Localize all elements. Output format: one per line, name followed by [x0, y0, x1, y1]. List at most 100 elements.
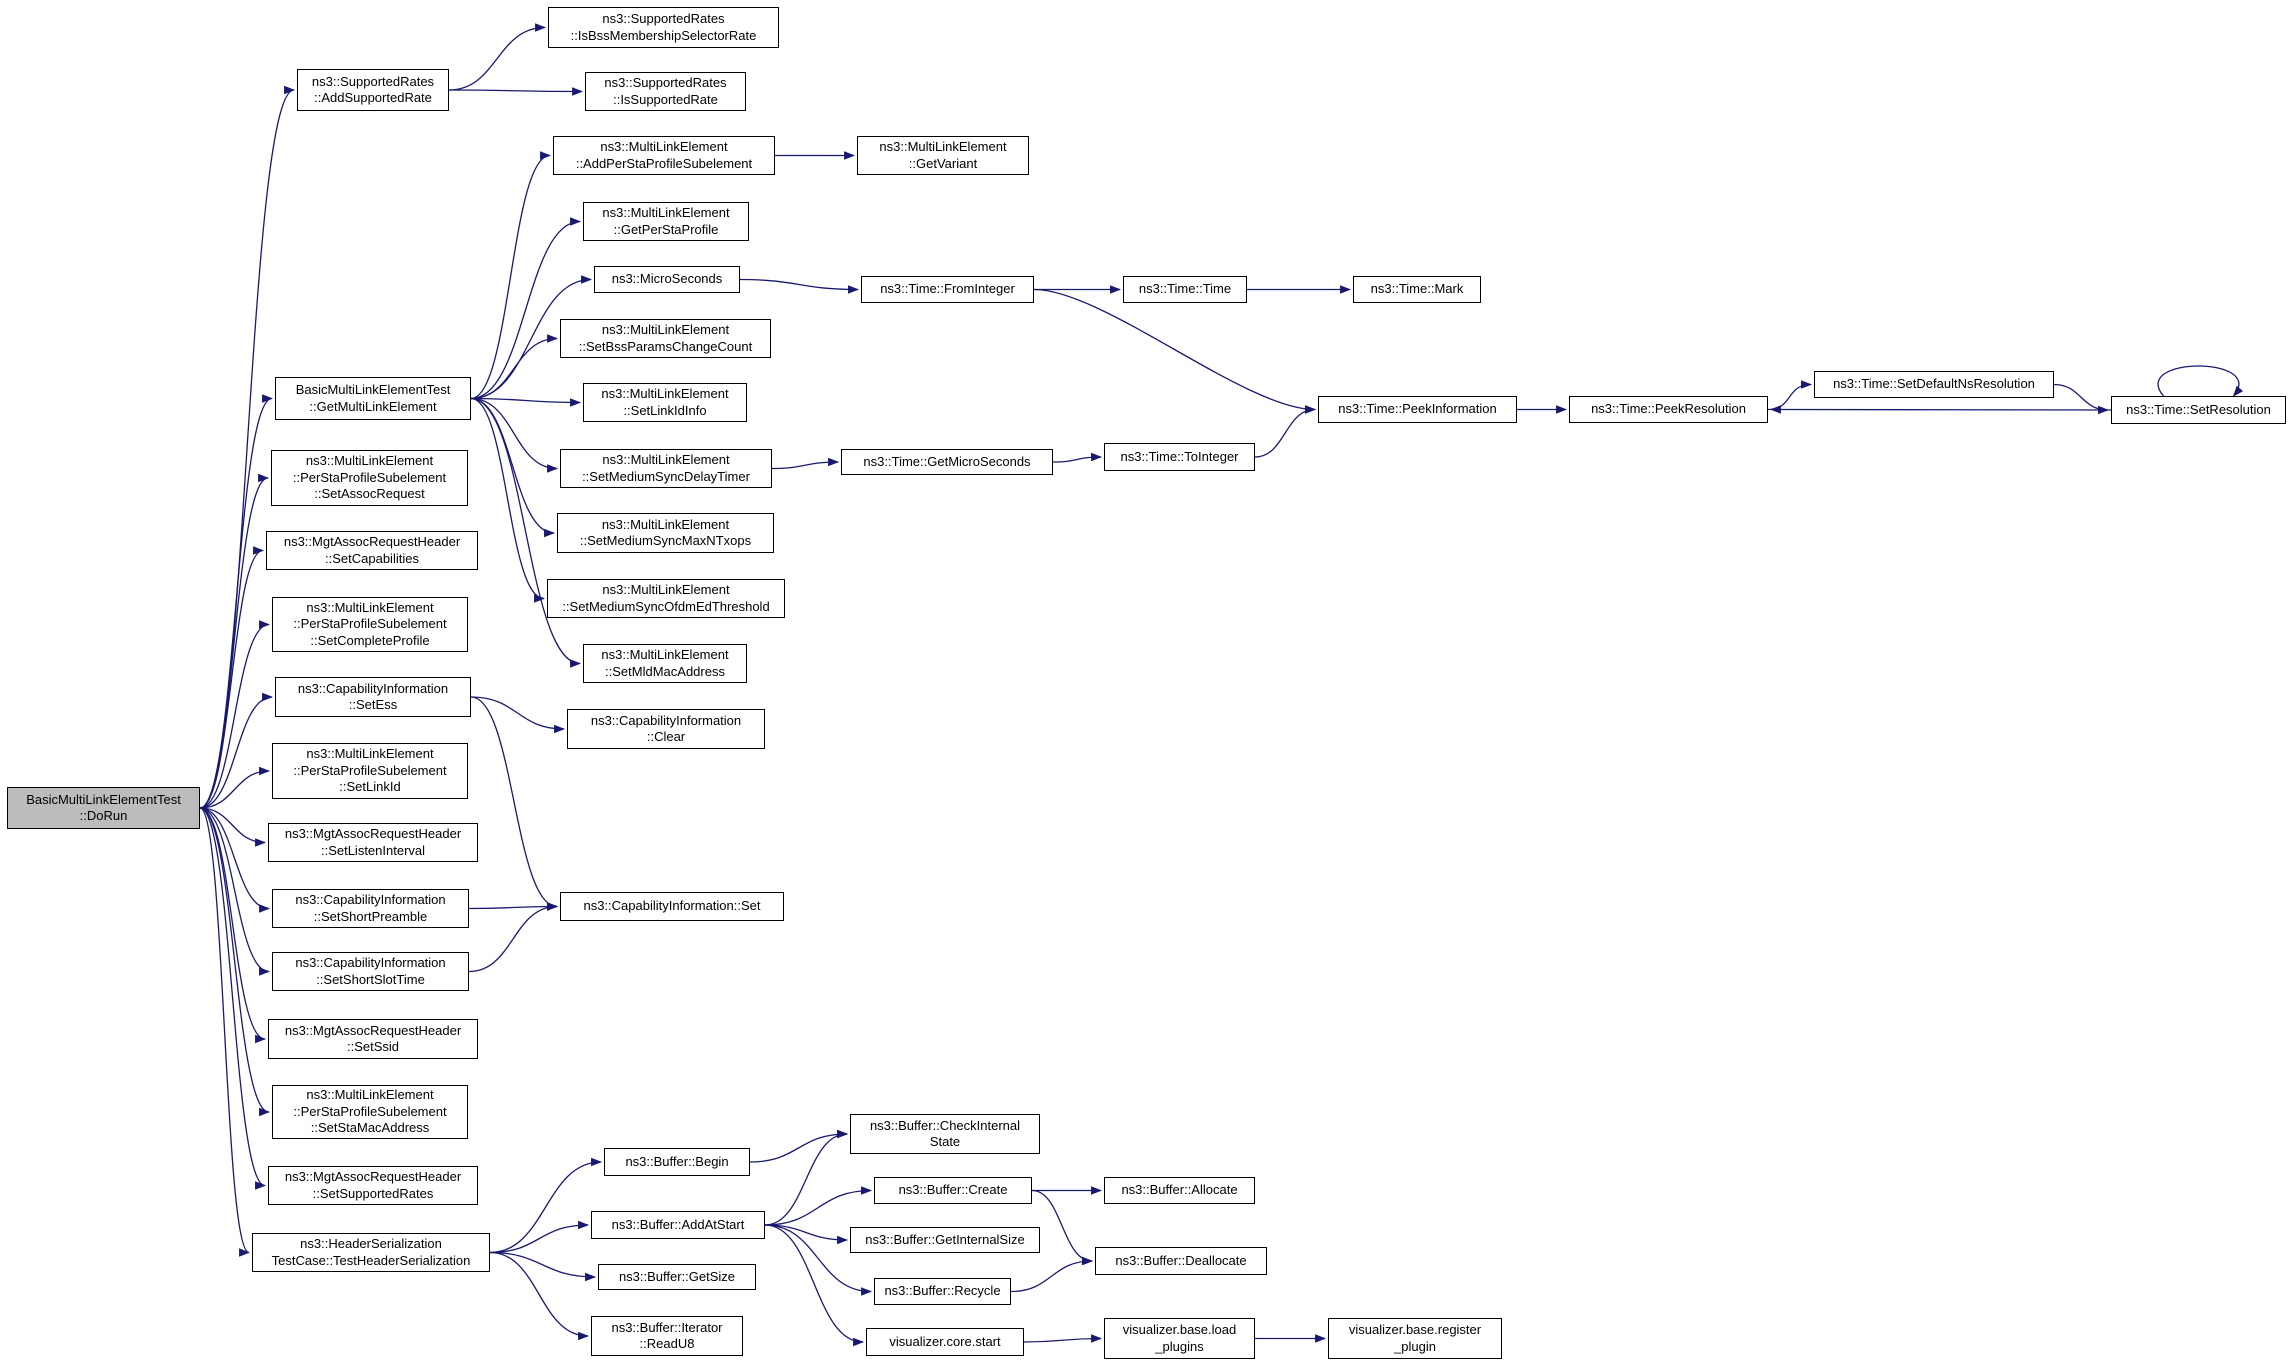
node-to_integer[interactable]: ns3::Time::ToInteger [1104, 443, 1255, 471]
node-label: ::IsBssMembershipSelectorRate [570, 27, 757, 43]
edge-test_header_ser-to-readu8 [489, 1251, 590, 1341]
node-mark[interactable]: ns3::Time::Mark [1353, 276, 1481, 303]
node-begin[interactable]: ns3::Buffer::Begin [604, 1148, 750, 1176]
node-add_supported[interactable]: ns3::SupportedRates::AddSupportedRate [297, 69, 449, 111]
node-label: ns3::MgtAssocRequestHeader [283, 534, 461, 550]
node-set_mld_mac[interactable]: ns3::MultiLinkElement::SetMldMacAddress [583, 644, 747, 683]
node-label: ns3::MicroSeconds [611, 271, 723, 287]
node-label: ns3::Time::Time [1138, 281, 1232, 297]
node-get_size[interactable]: ns3::Buffer::GetSize [598, 1264, 756, 1290]
node-label: ::GetMultiLinkElement [309, 398, 437, 414]
edge-test_header_ser-to-get_size [489, 1251, 597, 1282]
node-label: ns3::MultiLinkElement [602, 205, 730, 221]
node-set_linkid[interactable]: ns3::MultiLinkElement::PerStaProfileSube… [272, 743, 468, 799]
edge-add_at_start-to-recycle [764, 1224, 873, 1296]
node-readu8[interactable]: ns3::Buffer::Iterator::ReadU8 [591, 1316, 743, 1356]
node-label: ns3::Time::Mark [1370, 281, 1464, 297]
edge-test_header_ser-to-add_at_start [489, 1220, 590, 1254]
node-add_persta[interactable]: ns3::MultiLinkElement::AddPerStaProfileS… [553, 136, 775, 175]
node-is_bss[interactable]: ns3::SupportedRates::IsBssMembershipSele… [548, 7, 779, 48]
node-from_integer[interactable]: ns3::Time::FromInteger [861, 276, 1034, 303]
node-vis_start[interactable]: visualizer.core.start [866, 1328, 1024, 1356]
node-get_micro[interactable]: ns3::Time::GetMicroSeconds [841, 449, 1053, 475]
edge-get_mle-to-set_mld_mac [470, 397, 582, 668]
node-is_supported[interactable]: ns3::SupportedRates::IsSupportedRate [585, 72, 746, 111]
node-load_plugins[interactable]: visualizer.base.load_plugins [1104, 1318, 1255, 1359]
node-set_bss_params[interactable]: ns3::MultiLinkElement::SetBssParamsChang… [560, 319, 771, 358]
node-label: ns3::SupportedRates [604, 75, 727, 91]
edge-set_short_preamble-to-cap_set [468, 902, 559, 911]
node-set_supported_rates[interactable]: ns3::MgtAssocRequestHeader::SetSupported… [268, 1166, 478, 1205]
node-label: State [929, 1134, 961, 1149]
node-set_assoc_req[interactable]: ns3::MultiLinkElement::PerStaProfileSube… [271, 450, 468, 506]
node-label: TestCase::TestHeaderSerialization [271, 1252, 471, 1268]
node-create[interactable]: ns3::Buffer::Create [874, 1177, 1032, 1204]
node-label: ::SetCapabilities [325, 550, 419, 566]
node-clear[interactable]: ns3::CapabilityInformation::Clear [567, 709, 765, 749]
node-set_capabilities[interactable]: ns3::MgtAssocRequestHeader::SetCapabilit… [266, 531, 478, 570]
node-peek_resolution[interactable]: ns3::Time::PeekResolution [1569, 396, 1768, 423]
edge-set_ess-to-cap_set [470, 696, 559, 911]
node-get_internal_size[interactable]: ns3::Buffer::GetInternalSize [850, 1227, 1040, 1253]
node-deallocate[interactable]: ns3::Buffer::Deallocate [1095, 1247, 1267, 1275]
edge-set_short_slot-to-cap_set [468, 902, 559, 973]
node-label: BasicMultiLinkElementTest [26, 791, 181, 807]
edge-dorun-to-set_sta_mac [199, 807, 271, 1117]
node-get_persta_profile[interactable]: ns3::MultiLinkElement::GetPerStaProfile [583, 202, 749, 241]
node-label: ::PerStaProfileSubelement [292, 469, 447, 485]
node-allocate[interactable]: ns3::Buffer::Allocate [1104, 1177, 1255, 1204]
node-peek_information[interactable]: ns3::Time::PeekInformation [1318, 396, 1517, 423]
node-label: ns3::Time::ToInteger [1120, 448, 1239, 464]
edge-set_resolution-to-peek_resolution [1769, 405, 2112, 414]
node-microseconds[interactable]: ns3::MicroSeconds [594, 266, 740, 293]
node-label: visualizer.base.load [1122, 1322, 1237, 1338]
node-set_default_ns[interactable]: ns3::Time::SetDefaultNsResolution [1814, 371, 2054, 398]
node-set_short_slot[interactable]: ns3::CapabilityInformation::SetShortSlot… [272, 952, 469, 991]
node-label: ::GetVariant [908, 155, 978, 171]
edge-set_msdt-to-get_micro [771, 457, 840, 470]
node-set_sta_mac[interactable]: ns3::MultiLinkElement::PerStaProfileSube… [272, 1085, 468, 1139]
node-set_short_preamble[interactable]: ns3::CapabilityInformation::SetShortPrea… [272, 889, 469, 928]
edge-get_mle-to-get_persta_profile [470, 217, 582, 400]
node-get_mle[interactable]: BasicMultiLinkElementTest::GetMultiLinkE… [275, 377, 471, 420]
edge-set_default_ns-to-set_resolution [2053, 383, 2110, 415]
node-label: ns3::MultiLinkElement [601, 322, 730, 338]
node-set_complete[interactable]: ns3::MultiLinkElement::PerStaProfileSube… [272, 597, 468, 652]
node-add_at_start[interactable]: ns3::Buffer::AddAtStart [591, 1211, 765, 1239]
node-get_variant[interactable]: ns3::MultiLinkElement::GetVariant [857, 136, 1029, 175]
node-label: ns3::Time::SetResolution [2126, 401, 2271, 417]
node-set_msmnt[interactable]: ns3::MultiLinkElement::SetMediumSyncMaxN… [557, 513, 774, 553]
node-label: ns3::Time::GetMicroSeconds [863, 453, 1031, 469]
node-cap_set[interactable]: ns3::CapabilityInformation::Set [560, 892, 784, 921]
node-set_linkid_info[interactable]: ns3::MultiLinkElement::SetLinkIdInfo [583, 383, 747, 422]
node-register_plugin[interactable]: visualizer.base.register_plugin [1328, 1318, 1502, 1359]
edge-get_micro-to-to_integer [1052, 452, 1103, 463]
edge-vis_start-to-load_plugins [1023, 1334, 1103, 1343]
node-label: ns3::Buffer::CheckInternal [869, 1117, 1021, 1133]
node-label: ns3::MultiLinkElement [305, 453, 434, 469]
node-label: ::SetAssocRequest [314, 486, 425, 502]
node-label: _plugin [1394, 1338, 1436, 1354]
node-label: visualizer.core.start [889, 1333, 1001, 1349]
node-label: ns3::Buffer::Iterator [611, 1319, 723, 1335]
node-label: ns3::MultiLinkElement [601, 516, 730, 532]
node-label: ns3::CapabilityInformation [295, 955, 446, 971]
node-set_msdt[interactable]: ns3::MultiLinkElement::SetMediumSyncDela… [560, 449, 772, 488]
node-time_time[interactable]: ns3::Time::Time [1123, 276, 1247, 303]
edge-dorun-to-set_ess [199, 692, 274, 809]
node-set_resolution[interactable]: ns3::Time::SetResolution [2111, 396, 2286, 424]
node-set_listen[interactable]: ns3::MgtAssocRequestHeader::SetListenInt… [268, 823, 478, 862]
node-label: ns3::CapabilityInformation [590, 712, 742, 728]
node-label: ns3::CapabilityInformation::Set [583, 898, 761, 914]
edge-dorun-to-set_complete [199, 620, 271, 809]
node-label: ::AddSupportedRate [314, 90, 432, 105]
node-set_msoet[interactable]: ns3::MultiLinkElement::SetMediumSyncOfdm… [547, 579, 785, 618]
node-label: ns3::Time::PeekResolution [1591, 401, 1746, 417]
node-set_ess[interactable]: ns3::CapabilityInformation::SetEss [275, 677, 471, 717]
node-recycle[interactable]: ns3::Buffer::Recycle [874, 1278, 1011, 1305]
node-label: ::AddPerStaProfileSubelement [575, 155, 753, 171]
edge-get_mle-to-set_linkid_info [470, 397, 582, 407]
node-set_ssid[interactable]: ns3::MgtAssocRequestHeader::SetSsid [268, 1019, 478, 1059]
